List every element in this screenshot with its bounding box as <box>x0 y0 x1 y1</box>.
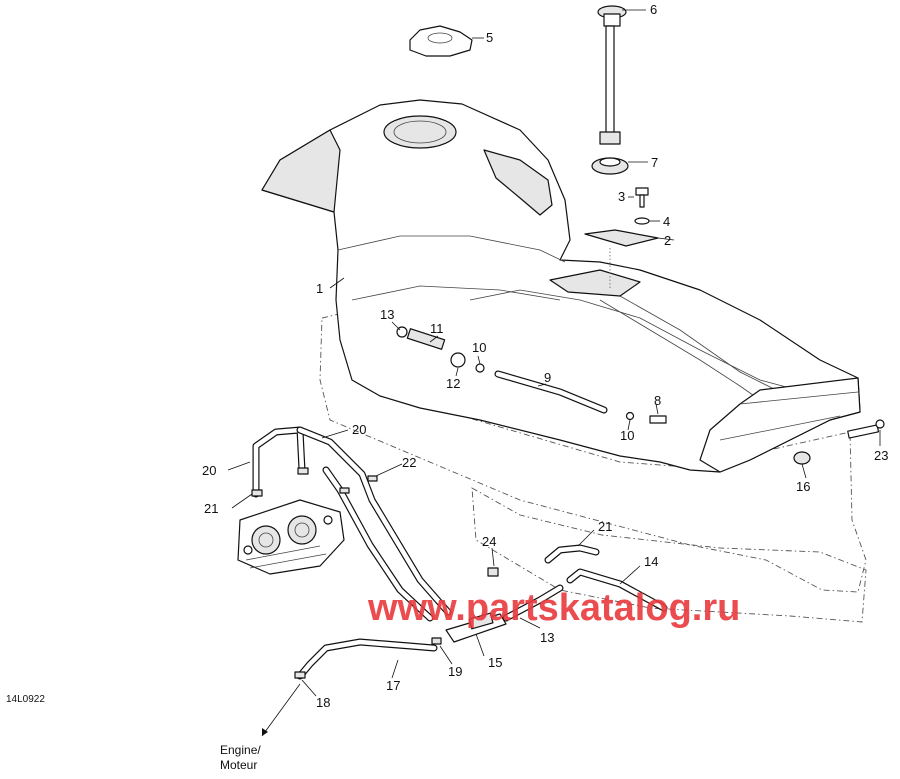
clamp-21 <box>251 489 263 497</box>
fuel-level-sender <box>597 5 627 145</box>
callout-21-right: 21 <box>598 519 612 534</box>
washer <box>634 217 650 225</box>
fuel-fitting <box>396 326 466 368</box>
callout-20-left: 20 <box>202 463 216 478</box>
fuel-pickup <box>649 415 667 424</box>
lower-outline-dashed <box>471 487 867 623</box>
callout-5: 5 <box>486 30 493 45</box>
clamp-10-lower <box>625 411 635 421</box>
engine-label-line1: Engine/ <box>220 743 261 757</box>
carburetor-assembly <box>237 499 345 575</box>
callout-4: 4 <box>663 214 670 229</box>
fuel-filter-bracket <box>445 612 507 643</box>
drawing-code: 14L0922 <box>6 694 45 705</box>
callout-19: 19 <box>448 664 462 679</box>
callout-7: 7 <box>651 155 658 170</box>
fuel-cap <box>409 25 473 57</box>
seat-latch-pocket <box>549 269 641 297</box>
callout-23: 23 <box>874 448 888 463</box>
callout-22: 22 <box>402 455 416 470</box>
callout-16: 16 <box>796 479 810 494</box>
engine-label-line2: Moteur <box>220 758 257 772</box>
callout-13-lower: 13 <box>540 630 554 645</box>
bolt <box>847 419 885 439</box>
callout-10-upper: 10 <box>472 340 486 355</box>
nut <box>793 451 811 465</box>
callout-labels: 5 6 7 3 4 2 1 13 11 10 12 9 8 10 23 16 2… <box>202 2 888 710</box>
callout-12: 12 <box>446 376 460 391</box>
mounting-plate <box>584 229 659 247</box>
callout-24: 24 <box>482 534 496 549</box>
clip-24 <box>487 567 499 577</box>
callout-18: 18 <box>316 695 330 710</box>
callout-8: 8 <box>654 393 661 408</box>
callout-10-lower: 10 <box>620 428 634 443</box>
clamp-18 <box>294 671 306 679</box>
screw <box>635 187 649 208</box>
callout-15: 15 <box>488 655 502 670</box>
callout-13-upper: 13 <box>380 307 394 322</box>
callout-21-left: 21 <box>204 501 218 516</box>
callout-1: 1 <box>316 281 323 296</box>
clamp-19 <box>431 637 442 645</box>
clamp-22 <box>367 475 378 482</box>
clamp-10-upper <box>475 363 485 373</box>
seat-handle-recess <box>483 149 553 216</box>
callout-14: 14 <box>644 554 658 569</box>
watermark: www.partskatalog.ru <box>367 587 740 629</box>
fuel-tank-seat <box>261 99 861 473</box>
callout-3: 3 <box>618 189 625 204</box>
callout-2: 2 <box>664 233 671 248</box>
leader-lines <box>227 9 881 697</box>
tank-outline-dashed <box>319 311 867 593</box>
engine-direction-arrow <box>261 683 301 737</box>
grommet <box>591 157 629 175</box>
seat-rear-end <box>699 377 861 473</box>
callout-17: 17 <box>386 678 400 693</box>
callout-20-right: 20 <box>352 422 366 437</box>
callout-11: 11 <box>430 321 444 336</box>
callout-9: 9 <box>544 370 551 385</box>
callout-6: 6 <box>650 2 657 17</box>
